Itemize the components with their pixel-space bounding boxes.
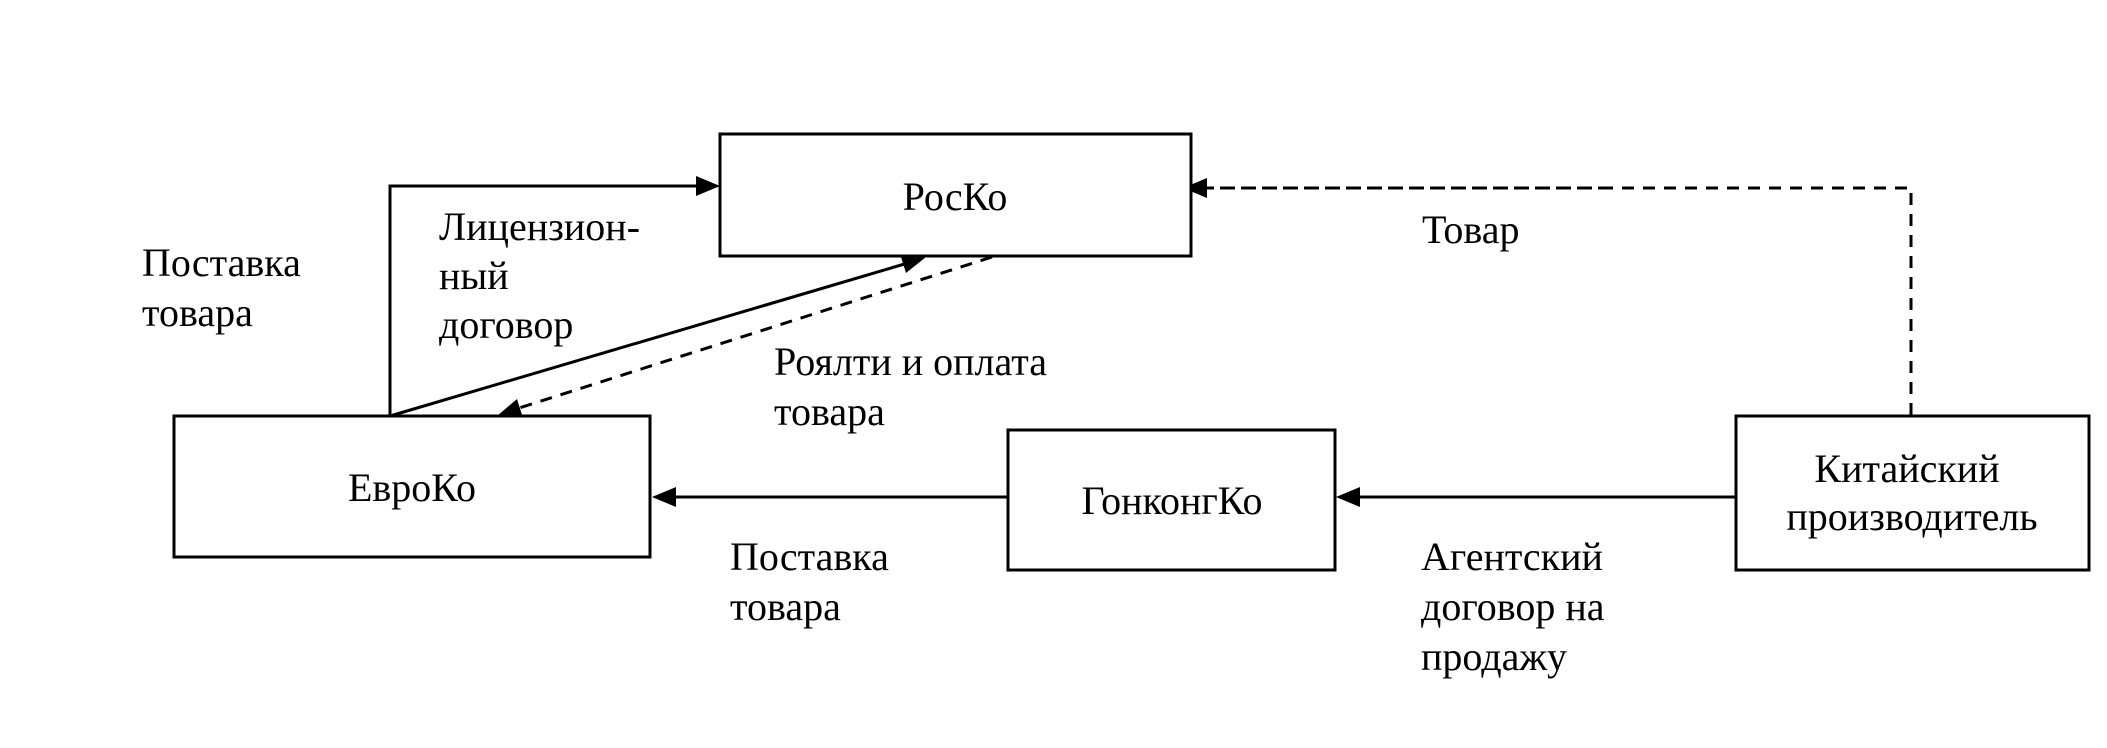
label-royalty-payment-line-1: Роялти и оплата (774, 339, 1047, 384)
node-chinese-manufacturer-line-2: производитель (1786, 494, 2037, 539)
label-agency-agreement-line-2: договор на (1421, 584, 1605, 629)
label-royalty-payment: Роялти и оплата товара (774, 339, 1057, 434)
node-chinese-manufacturer-label: Китайский производитель (1786, 446, 2037, 539)
node-chinese-manufacturer-line-1: Китайский (1814, 446, 1999, 491)
label-supply-euro-to-rosko-line-2: товара (142, 290, 253, 335)
label-license-agreement: Лицензион- ный договор (439, 204, 650, 347)
label-license-agreement-line-1: Лицензион- (439, 204, 640, 249)
node-evroko-label: ЕвроКо (348, 465, 476, 510)
arrowhead-supply-hk-to-euro (652, 487, 676, 507)
label-royalty-payment-line-2: товара (774, 389, 885, 434)
node-rosko-label: РосКо (903, 174, 1008, 219)
edge-royalty-rosko-to-euro (515, 255, 993, 411)
edge-goods-china-to-rosko (1200, 186, 1913, 415)
edge-supply-euro-to-rosko (388, 184, 698, 416)
edge-license-euro-to-rosko (389, 261, 909, 418)
node-gonkongko: ГонконгКо (1006, 428, 1337, 572)
node-chinese-manufacturer: Китайский производитель (1734, 414, 2091, 572)
label-goods: Товар (1422, 207, 1520, 252)
arrowhead-supply-euro-to-rosko (696, 176, 720, 196)
label-supply-euro-to-rosko: Поставка товара (142, 240, 311, 335)
label-goods-line-1: Товар (1422, 207, 1520, 252)
arrowhead-license-euro-to-rosko (900, 254, 926, 273)
label-supply-hk-to-euro: Поставка товара (730, 534, 899, 629)
node-gonkongko-label: ГонконгКо (1082, 478, 1263, 523)
arrowhead-agency-china-to-hk (1336, 487, 1360, 507)
label-supply-hk-to-euro-line-2: товара (730, 584, 841, 629)
label-license-agreement-line-2: ный (439, 253, 509, 298)
label-license-agreement-line-3: договор (439, 302, 573, 347)
label-agency-agreement-line-1: Агентский (1421, 534, 1603, 579)
node-rosko: РосКо (718, 132, 1193, 258)
label-agency-agreement-line-3: продажу (1421, 634, 1567, 679)
arrowhead-royalty-rosko-to-euro (497, 399, 523, 418)
label-supply-hk-to-euro-line-1: Поставка (730, 534, 889, 579)
node-evroko: ЕвроКо (172, 414, 652, 559)
label-agency-agreement: Агентский договор на продажу (1421, 534, 1615, 679)
label-supply-euro-to-rosko-line-1: Поставка (142, 240, 301, 285)
arrowhead-goods-china-to-rosko (1183, 178, 1207, 198)
